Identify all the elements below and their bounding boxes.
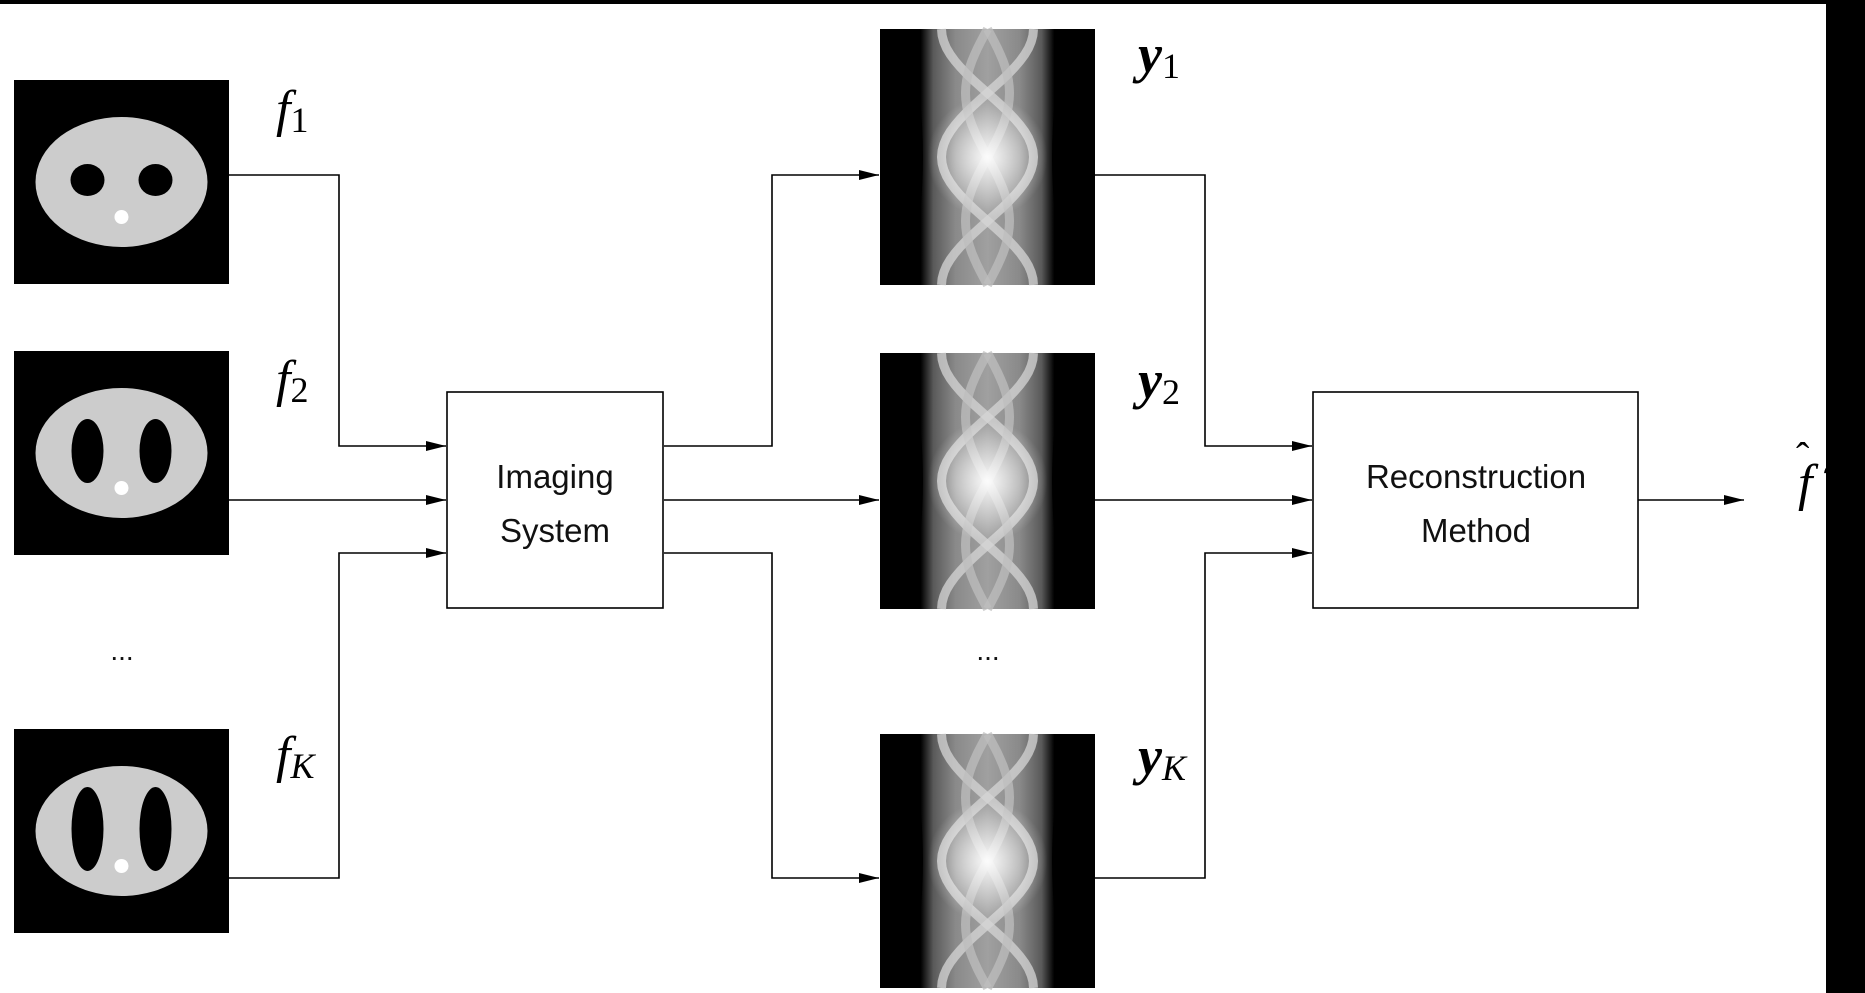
phantom-image-1: [14, 80, 229, 284]
sinogram-center-glow: [927, 421, 1048, 541]
phantom-image-k: [14, 729, 229, 933]
phantom-left-hole: [71, 787, 104, 871]
wire-imaging-to-y1: [664, 170, 879, 447]
wire-f1-to-imaging: [229, 174, 446, 451]
phantom-label-fk: fK: [272, 726, 334, 792]
wire-yk-to-recon: [1095, 548, 1312, 879]
connector-wires: [229, 170, 1744, 883]
phantom-right-hole: [139, 787, 172, 871]
measurement-label-y2: y2: [1132, 350, 1196, 418]
svg-text:fK: fK: [276, 727, 316, 786]
phantom-body: [35, 766, 208, 896]
y2-base: y: [1132, 350, 1163, 410]
phantom-right-hole: [139, 419, 172, 483]
sinogram-images: [880, 26, 1095, 991]
phantom-bright-spot: [114, 859, 129, 873]
imaging-system-box: Imaging System: [446, 391, 664, 609]
phantom-label-f2: f2: [272, 350, 332, 416]
phantom-bright-spot: [114, 481, 129, 495]
output-hat: ˆ: [1796, 434, 1810, 479]
reconstruction-frame: [1312, 391, 1639, 609]
sinogram-ellipsis: ...: [976, 635, 999, 666]
sinogram-center-glow: [927, 97, 1048, 217]
right-frame-border: [1826, 4, 1865, 993]
sinogram-image-2: [880, 350, 1095, 612]
imaging-label-line2: System: [500, 512, 610, 549]
y1-sub: 1: [1162, 46, 1180, 86]
phantom-body: [35, 117, 208, 247]
phantom-image-2: [14, 351, 229, 555]
measurement-label-y1: y1: [1132, 24, 1196, 92]
sinogram-image-k: [880, 731, 1095, 991]
wire-fk-to-imaging: [229, 548, 446, 879]
fk-sub: K: [289, 746, 316, 786]
phantom-bright-spot: [114, 210, 129, 224]
top-frame-border: [0, 0, 1865, 4]
sinogram-center-glow: [927, 801, 1048, 921]
phantom-left-hole: [71, 419, 104, 483]
imaging-system-frame: [446, 391, 664, 609]
wire-imaging-to-yk: [664, 552, 879, 883]
y1-base: y: [1132, 24, 1163, 84]
wire-y1-to-recon: [1095, 174, 1312, 451]
f2-sub: 2: [290, 370, 308, 410]
recon-label-line1: Reconstruction: [1366, 458, 1586, 495]
reconstruction-method-box: Reconstruction Method: [1312, 391, 1639, 609]
phantom-ellipsis: ...: [110, 635, 133, 666]
yk-base: y: [1132, 726, 1163, 786]
phantom-body: [35, 388, 208, 518]
phantom-images: [14, 80, 229, 933]
recon-label-line2: Method: [1421, 512, 1531, 549]
output-question: ?: [1822, 453, 1850, 509]
phantom-left-hole: [70, 164, 105, 196]
measurement-label-yk: yK: [1132, 726, 1202, 794]
y2-sub: 2: [1162, 372, 1180, 412]
phantom-label-f1: f1: [272, 80, 332, 146]
sinogram-image-1: [880, 26, 1095, 288]
svg-text:y1: y1: [1132, 24, 1180, 86]
output-estimate-label: f ˆ ?: [1788, 434, 1850, 518]
svg-text:y2: y2: [1132, 350, 1180, 412]
f1-sub: 1: [290, 100, 308, 140]
imaging-label-line1: Imaging: [496, 458, 613, 495]
phantom-right-hole: [138, 164, 173, 196]
yk-sub: K: [1161, 748, 1188, 788]
svg-text:yK: yK: [1132, 726, 1188, 788]
